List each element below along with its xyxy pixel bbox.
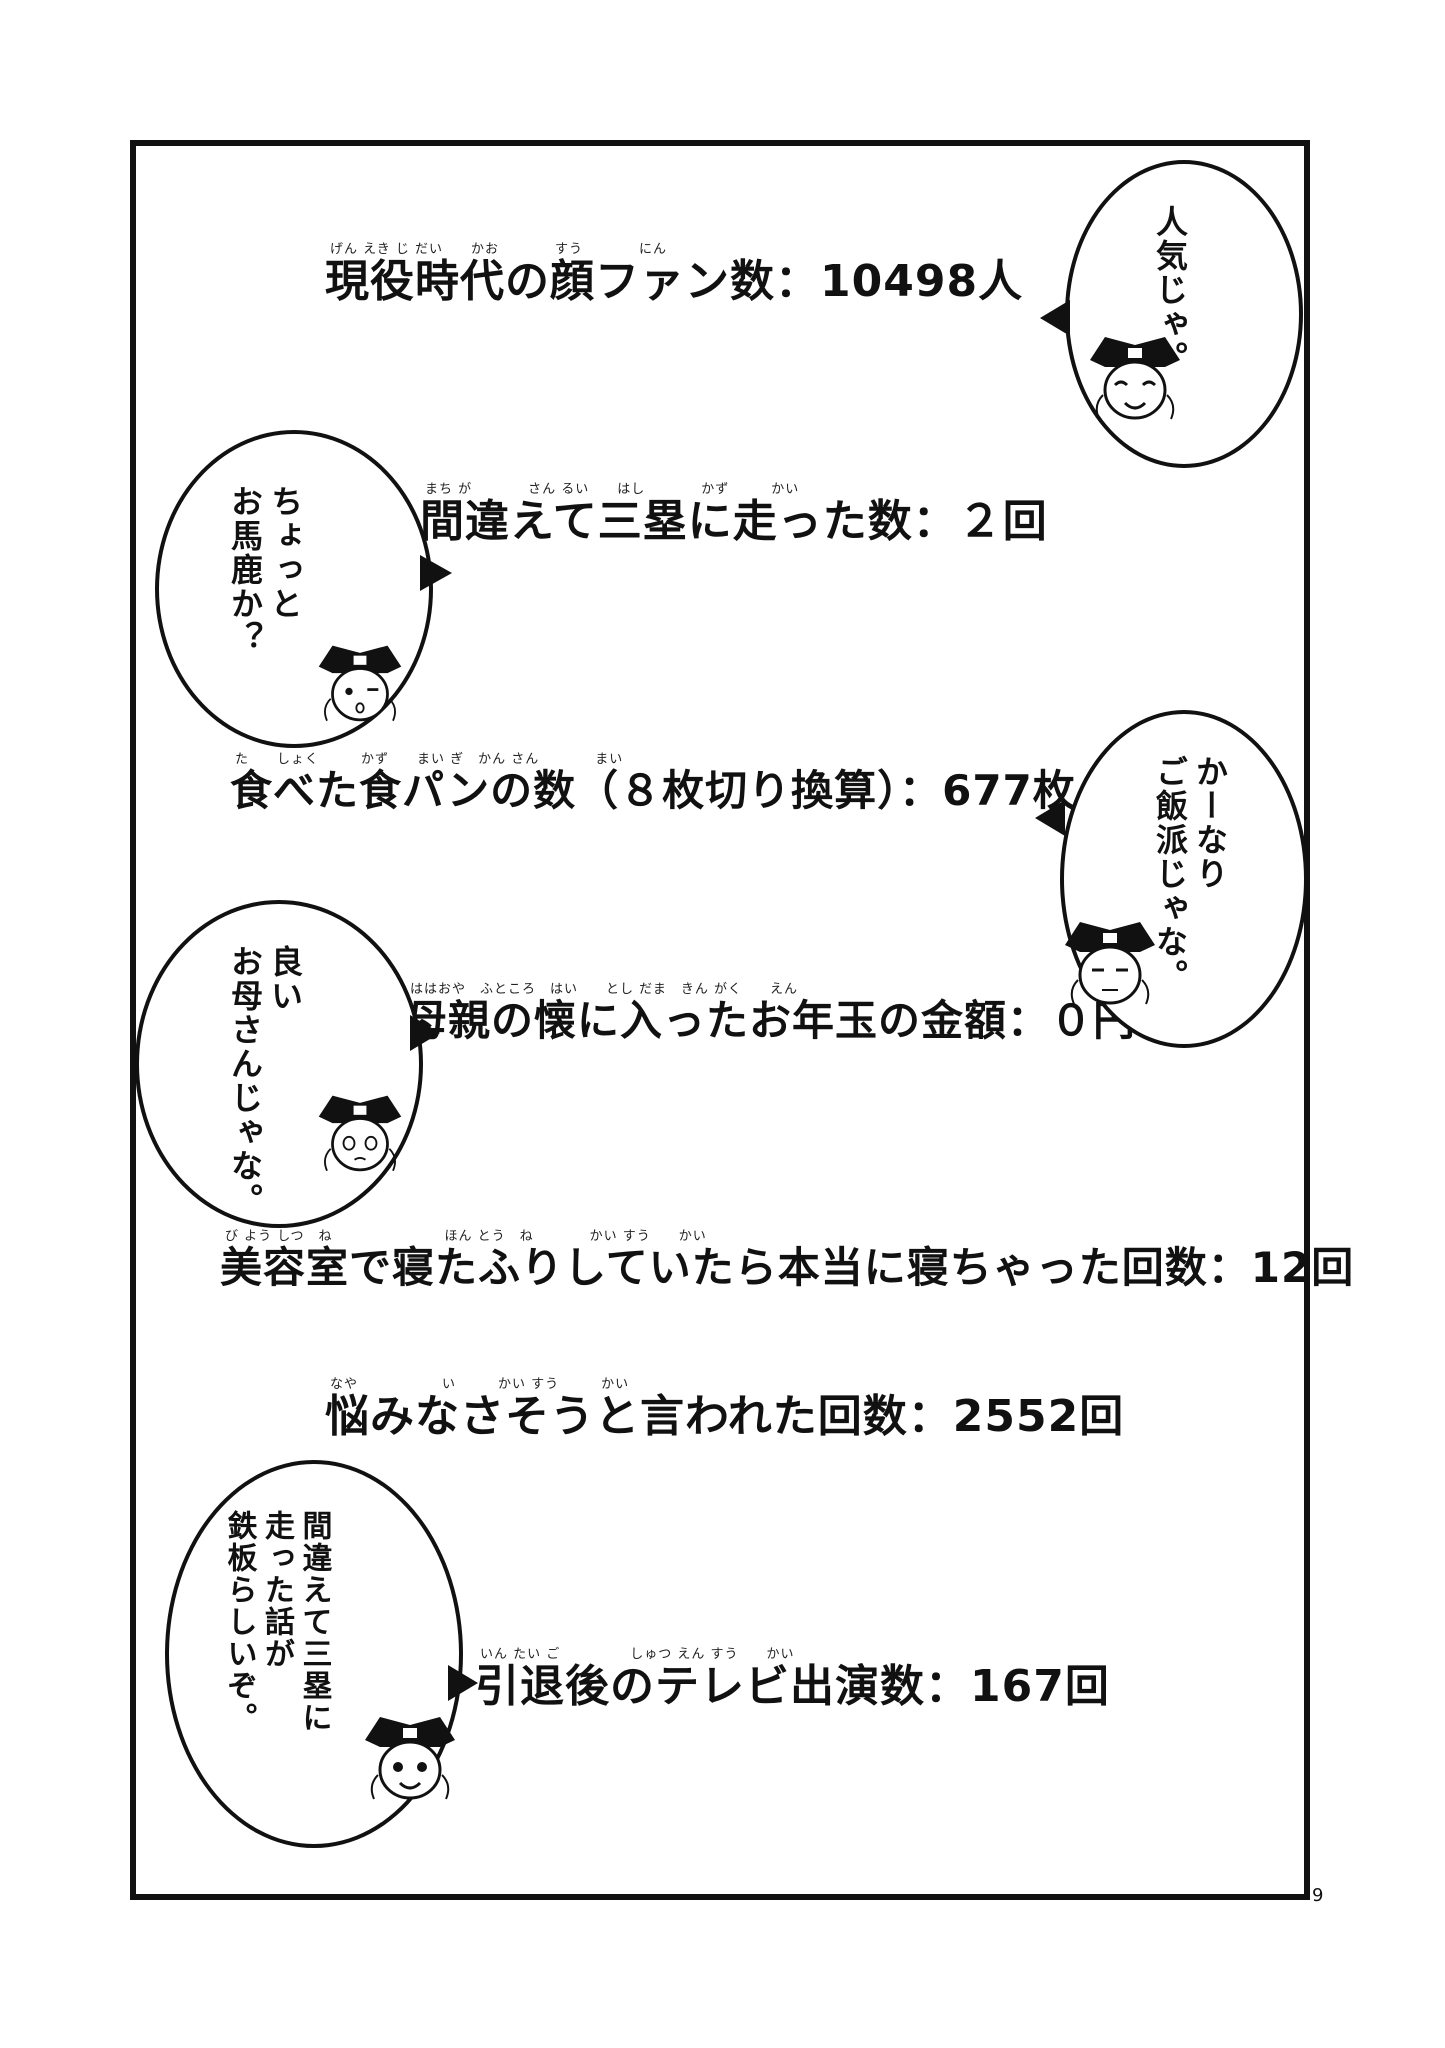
bubble-text: 間違えて三塁に 走った話が 鉄板らしいぞ。 [221,1510,332,1734]
speech-bubble [135,900,423,1228]
stat-line-salon-sleep: 美容室で寝たふりしていたら本当に寝ちゃった回数：12回 [220,1243,1355,1292]
bubble-tail [1040,300,1070,336]
stat-line-fan-count: 現役時代の顔ファン数：10498人 [325,256,1024,307]
chibi-character-icon [1065,922,1155,1005]
stat-ruby: ははおや ふところ はい とし だま きん がく えん [410,982,799,997]
stat-ruby: まち が さん るい はし かず かい [425,482,800,497]
stat-line-no-worries: 悩みなさそうと言われた回数：2552回 [325,1391,1125,1442]
stat-ruby: た しょく かず まい ぎ かん さん まい [235,752,624,767]
bubble-tail [420,555,452,591]
bubble-tail [448,1665,478,1701]
stat-line-new-year-money: 母親の懐に入ったお年玉の金額：０円 [405,996,1137,1045]
stat-ruby: げん えき じ だい かお すう にん [330,242,668,257]
bubble-tail [1035,800,1065,836]
chibi-character-icon [1090,337,1180,420]
stat-line-tv-appearances: 引退後のテレビ出演数：167回 [475,1661,1110,1712]
page-number: 9 [1312,1885,1324,1906]
chibi-character-icon [318,645,402,722]
stat-line-wrong-base: 間違えて三塁に走った数：２回 [420,496,1048,547]
stat-ruby: び よう しつ ね ほん とう ね かい すう かい [225,1229,707,1244]
bubble-text: かーなり ご飯派じゃな。 [1151,755,1229,993]
bubble-text: 良い お母さんじゃな。 [226,945,304,1217]
stat-ruby: いん たい ご しゅつ えん すう かい [480,1647,795,1662]
bubble-tail [410,1015,440,1051]
bubble-text: ちょっと お馬鹿か？ [226,485,304,655]
stat-line-bread: 食べた食パンの数（８枚切り換算）：677枚 [230,766,1076,815]
stat-ruby: なや い かい すう かい [330,1377,630,1392]
chibi-character-icon [318,1095,402,1172]
chibi-character-icon [365,1717,455,1800]
panel-frame [130,140,1310,1900]
